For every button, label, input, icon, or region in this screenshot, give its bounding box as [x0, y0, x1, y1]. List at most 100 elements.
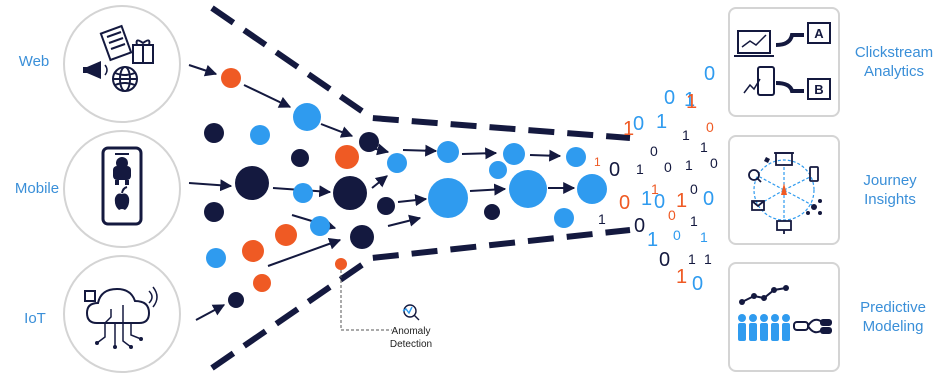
clickstream-ab-icon: A B: [734, 22, 831, 100]
web-marketing-icon: [83, 24, 154, 92]
store-icon: [775, 152, 793, 166]
particle-navy: [291, 149, 309, 167]
particle-navy: [204, 202, 224, 222]
particle-navy: [484, 204, 500, 220]
binary-digit: 1: [700, 229, 708, 245]
binary-digit: 1: [684, 89, 695, 111]
binary-digit: 0: [633, 113, 644, 135]
binary-digit: 1: [636, 161, 644, 177]
funnel-top-edge: [210, 5, 631, 141]
binary-digit: 1: [676, 190, 687, 212]
arrow: [195, 304, 226, 321]
binary-digit: 0: [710, 155, 718, 171]
particle-blue: [503, 143, 525, 165]
binary-digit: 1: [656, 111, 667, 133]
particle-orange: [275, 224, 297, 246]
binary-digit: 0: [668, 207, 676, 223]
output-label-clickstream-line2: Analytics: [863, 63, 925, 80]
particle-blue: [250, 125, 270, 145]
output-label-predictive-line2: Modeling: [862, 318, 924, 335]
anomaly-leader-line: [340, 270, 392, 331]
particle-orange: [335, 145, 359, 169]
binary-digit: 1: [688, 251, 696, 267]
particle-blue: [428, 178, 468, 218]
binary-digit: 1: [641, 188, 652, 210]
binary-digit: 0: [650, 143, 658, 159]
anomaly-label-line2: Detection: [390, 339, 432, 350]
source-label-mobile: Mobile: [14, 180, 60, 197]
binary-digit: 1: [647, 229, 658, 251]
predictive-people-icon: [738, 285, 832, 341]
funnel-bottom-edge: [210, 227, 631, 371]
particle-navy: [350, 225, 374, 249]
binary-digit: 1: [623, 118, 634, 140]
particle-blue: [554, 208, 574, 228]
particle-blue: [387, 153, 407, 173]
binary-digit: 0: [664, 159, 672, 175]
particle-orange: [253, 274, 271, 292]
particle-blue: [489, 161, 507, 179]
particle-blue: [566, 147, 586, 167]
particle-blue: [577, 174, 607, 204]
particle-orange: [242, 240, 264, 262]
ab-label-a: A: [814, 26, 824, 41]
output-label-clickstream-line1: Clickstream: [854, 44, 934, 61]
output-label-journey: Journey Insights: [850, 171, 930, 209]
journey-network-icon: [748, 152, 822, 234]
source-label-web: Web: [18, 53, 50, 70]
output-card-predictive: [728, 262, 840, 372]
binary-digit: 0: [659, 249, 670, 271]
binary-digit: 0: [706, 119, 714, 135]
particle-blue: [293, 183, 313, 203]
arrow: [402, 144, 438, 157]
source-card-web: [63, 5, 181, 123]
binary-digit: 1: [676, 266, 687, 288]
binary-stream: 0 0 1 0 1 1 0 1 1 0 1 1 0 1 0 1 0 0 1 0 …: [594, 63, 718, 295]
particle-blue: [509, 170, 547, 208]
binary-digit: 1: [682, 127, 690, 143]
particle-navy: [204, 123, 224, 143]
arrow: [461, 147, 498, 160]
arrow: [529, 149, 562, 162]
arrow: [243, 84, 292, 108]
binary-digit: 0: [690, 181, 698, 197]
arrow: [371, 175, 388, 189]
source-label-iot: IoT: [24, 310, 46, 327]
laptop-icon: [737, 30, 771, 54]
anomaly-label-line1: Anomaly: [392, 326, 431, 337]
arrow: [188, 179, 233, 192]
particle-blue: [293, 103, 321, 131]
binary-digit: 0: [664, 87, 675, 109]
funnel-outline: [210, 5, 631, 371]
data-particles: [204, 68, 607, 308]
binary-digit: 1: [685, 157, 693, 173]
particle-blue: [437, 141, 459, 163]
binary-digit: 0: [654, 191, 665, 213]
source-card-iot: [63, 255, 181, 373]
magnifier-chart-icon: [402, 304, 420, 321]
output-label-predictive: Predictive Modeling: [851, 298, 935, 336]
binary-digit: 0: [703, 188, 714, 210]
people-group-icon: [738, 314, 790, 341]
particle-navy: [377, 197, 395, 215]
binary-digit: 1: [594, 155, 601, 169]
source-card-mobile: [63, 130, 181, 248]
arrow: [320, 123, 354, 138]
iot-cloud-icon: [84, 286, 158, 349]
particle-anomaly: [335, 258, 347, 270]
arrow: [267, 238, 342, 267]
output-card-clickstream: A B: [728, 7, 840, 117]
output-label-journey-line2: Insights: [864, 191, 916, 208]
particle-navy: [359, 132, 379, 152]
binary-digit: 1: [686, 91, 697, 113]
particle-navy: [333, 176, 367, 210]
binary-digit: 1: [651, 181, 659, 197]
binary-digit: 1: [700, 139, 708, 155]
binary-digit: 1: [598, 211, 606, 227]
output-label-journey-line1: Journey: [863, 172, 917, 189]
binary-digit: 1: [690, 213, 698, 229]
anomaly-callout: Anomaly Detection: [340, 270, 432, 350]
binary-digit: 1: [704, 251, 712, 267]
apple-icon: [114, 193, 130, 210]
